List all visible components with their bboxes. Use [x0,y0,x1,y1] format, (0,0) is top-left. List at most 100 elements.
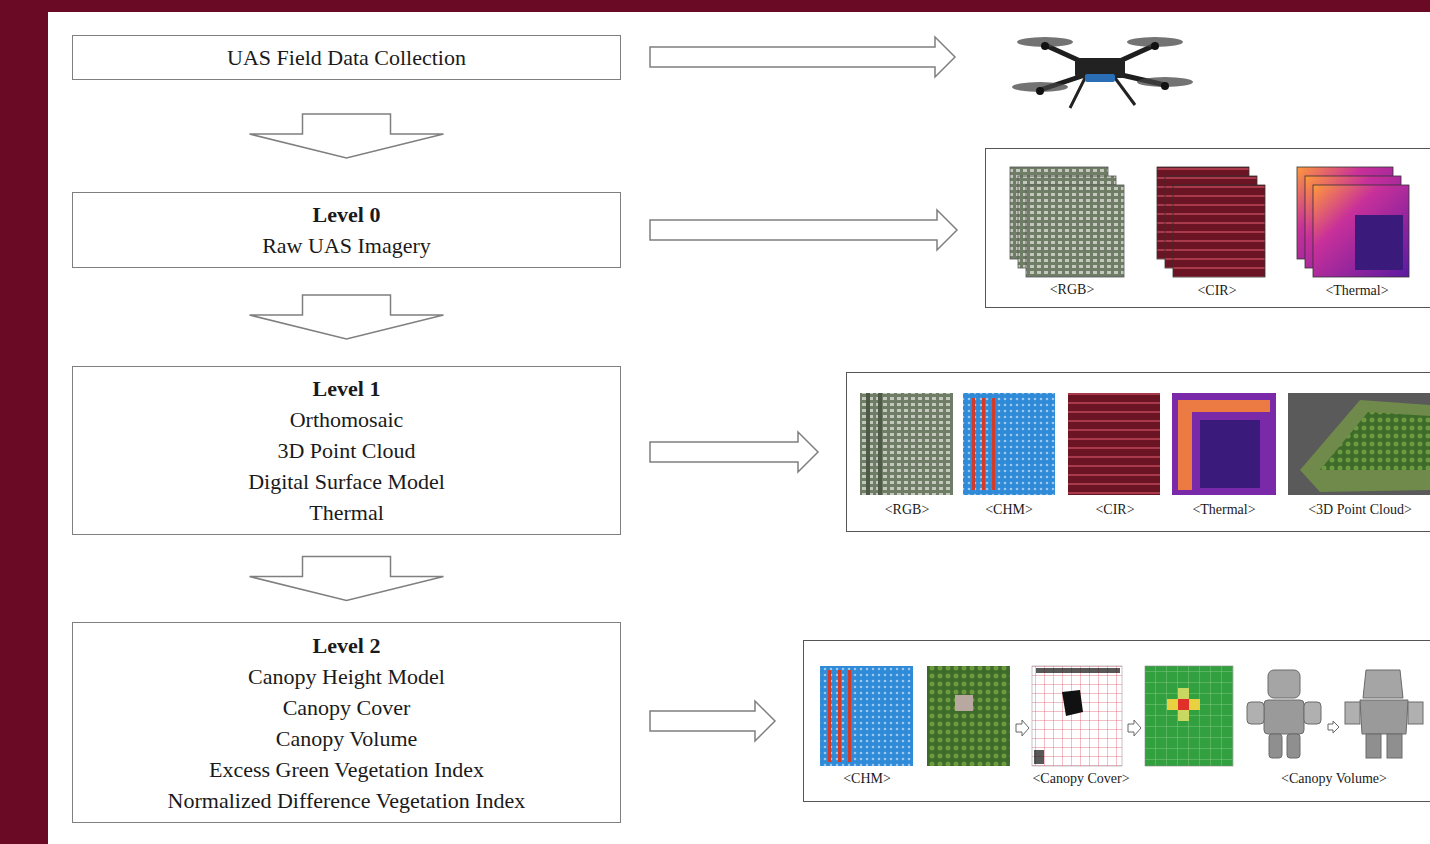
block-arrow [650,701,775,741]
cir-thumbnail [1173,185,1265,277]
level1-thumbnails [860,393,1430,495]
block-arrow [650,432,818,472]
thermal-cold-area [1355,215,1403,270]
figure-arm [1345,702,1360,724]
box-heading: Level 1 [313,373,381,404]
chm-row [972,398,975,490]
box-text: Raw UAS Imagery [262,230,431,261]
process-box: Level 2Canopy Height ModelCanopy CoverCa… [72,622,621,823]
figure-leg [1287,734,1300,758]
chm-thumbnail [820,666,913,766]
figure-head [1363,670,1403,698]
process-box: Level 1Orthomosaic3D Point CloudDigital … [72,366,621,535]
drone-motor [1161,82,1169,90]
point-cloud-crop [1320,412,1430,470]
rgb-row [866,393,870,495]
cover-cell [1178,688,1189,699]
volume-figure [1345,670,1423,758]
box-text: Canopy Cover [283,692,411,723]
canopy-gap [955,695,973,711]
cover-cell [1178,710,1189,721]
level2-thumbnails [820,666,1423,766]
rgb-row [878,393,882,495]
drone-motor [1151,42,1159,50]
figure-head [1268,670,1300,698]
canopy-gap-mask [1034,750,1044,764]
drone-camera [1085,74,1115,82]
block-arrow [650,210,957,250]
figure-leg [1387,734,1402,758]
panel-label: <3D Point Cloud> [1308,501,1412,519]
box-text: 3D Point Cloud [277,435,415,466]
small-arrow [1328,721,1339,733]
panel-label: <RGB> [1050,281,1095,299]
chm-row [992,398,995,490]
panel-label: <Canopy Cover> [1032,770,1129,788]
box-text: Normalized Difference Vegetation Index [168,785,526,816]
cover-cell [1178,699,1189,710]
box-text: Canopy Volume [276,723,418,754]
figure-arm [1304,702,1321,724]
thermal-thumbnail [1172,393,1276,495]
small-arrow [1128,720,1141,736]
panel-label: <Canopy Volume> [1281,770,1387,788]
chm-row [828,670,831,762]
box-text: Excess Green Vegetation Index [209,754,484,785]
drone-motor [1036,87,1044,95]
panel-label: <CHM> [843,770,891,788]
rgb-thumbnail [1026,185,1124,277]
volume-figure [1247,670,1321,758]
block-arrow [250,557,444,601]
cir-thumbnail [1068,393,1160,495]
cover-cell [1167,699,1178,710]
process-box: Level 0Raw UAS Imagery [72,192,621,268]
rgb-thumbnail [860,393,953,495]
panel-label: <CHM> [985,501,1033,519]
chm-row [848,670,851,762]
image-panel: <RGB><CHM><CIR><Thermal><3D Point Cloud> [846,372,1430,532]
figure-body [1360,700,1408,734]
panel-label: <CIR> [1197,282,1236,300]
chm-thumbnail [963,393,1055,495]
box-text: Orthomosaic [290,404,404,435]
chm-row [982,398,985,490]
point-cloud-field [1300,400,1430,492]
canopy-gap-mask [1062,690,1083,716]
drone-leg [1070,78,1085,108]
canopy-photo [927,666,1010,766]
page-ground [48,12,1430,844]
figure-body [1264,700,1304,734]
box-text: Canopy Height Model [248,661,445,692]
figure-leg [1366,734,1381,758]
drone-figure [1012,37,1193,108]
figure-arm [1408,702,1423,724]
chm-row [838,670,841,762]
image-panel: <CHM> <Canopy Cover> <Canopy Volume> [803,640,1430,802]
canopy-gap-mask [1036,668,1120,673]
box-text: UAS Field Data Collection [227,42,466,73]
small-arrow [1016,720,1029,736]
figure-arm [1247,702,1264,724]
thermal-warm-area [1178,400,1270,490]
box-heading: Level 2 [313,630,381,661]
image-panel: <RGB> <CIR> <Thermal> [985,148,1430,308]
block-arrow [250,295,444,339]
block-arrow [250,114,444,158]
raw-thumbnails [1010,167,1409,277]
canopy-grid [1032,666,1122,766]
process-box: UAS Field Data Collection [72,35,621,80]
drone-leg [1115,78,1135,105]
block-arrow [650,37,955,77]
figure-leg [1269,734,1282,758]
thermal-cold-area [1200,420,1260,488]
box-text: Thermal [309,497,384,528]
box-text: Digital Surface Model [248,466,445,497]
thermal-thumbnail [1313,185,1409,277]
cover-grid [1145,666,1233,766]
cover-cell [1189,699,1200,710]
drone-motor [1041,42,1049,50]
panel-label: <CIR> [1095,501,1134,519]
panel-label: <Thermal> [1192,501,1255,519]
panel-label: <Thermal> [1325,282,1388,300]
